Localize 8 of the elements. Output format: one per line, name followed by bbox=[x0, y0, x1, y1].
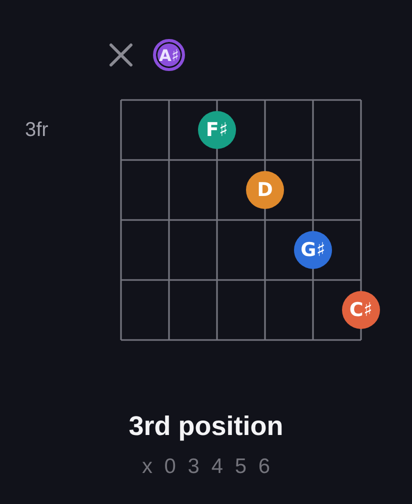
finger-dot: F♯ bbox=[198, 111, 236, 149]
string-fret-numbers: x 0 3 4 5 6 bbox=[142, 455, 274, 478]
open-string-marker: A♯ bbox=[153, 39, 185, 71]
finger-dot: G♯ bbox=[294, 231, 332, 269]
chord-title: 3rd position bbox=[128, 411, 284, 441]
fret-number-label: 3fr bbox=[25, 119, 48, 141]
finger-dot: C♯ bbox=[342, 291, 380, 329]
finger-dot: D bbox=[246, 171, 284, 209]
